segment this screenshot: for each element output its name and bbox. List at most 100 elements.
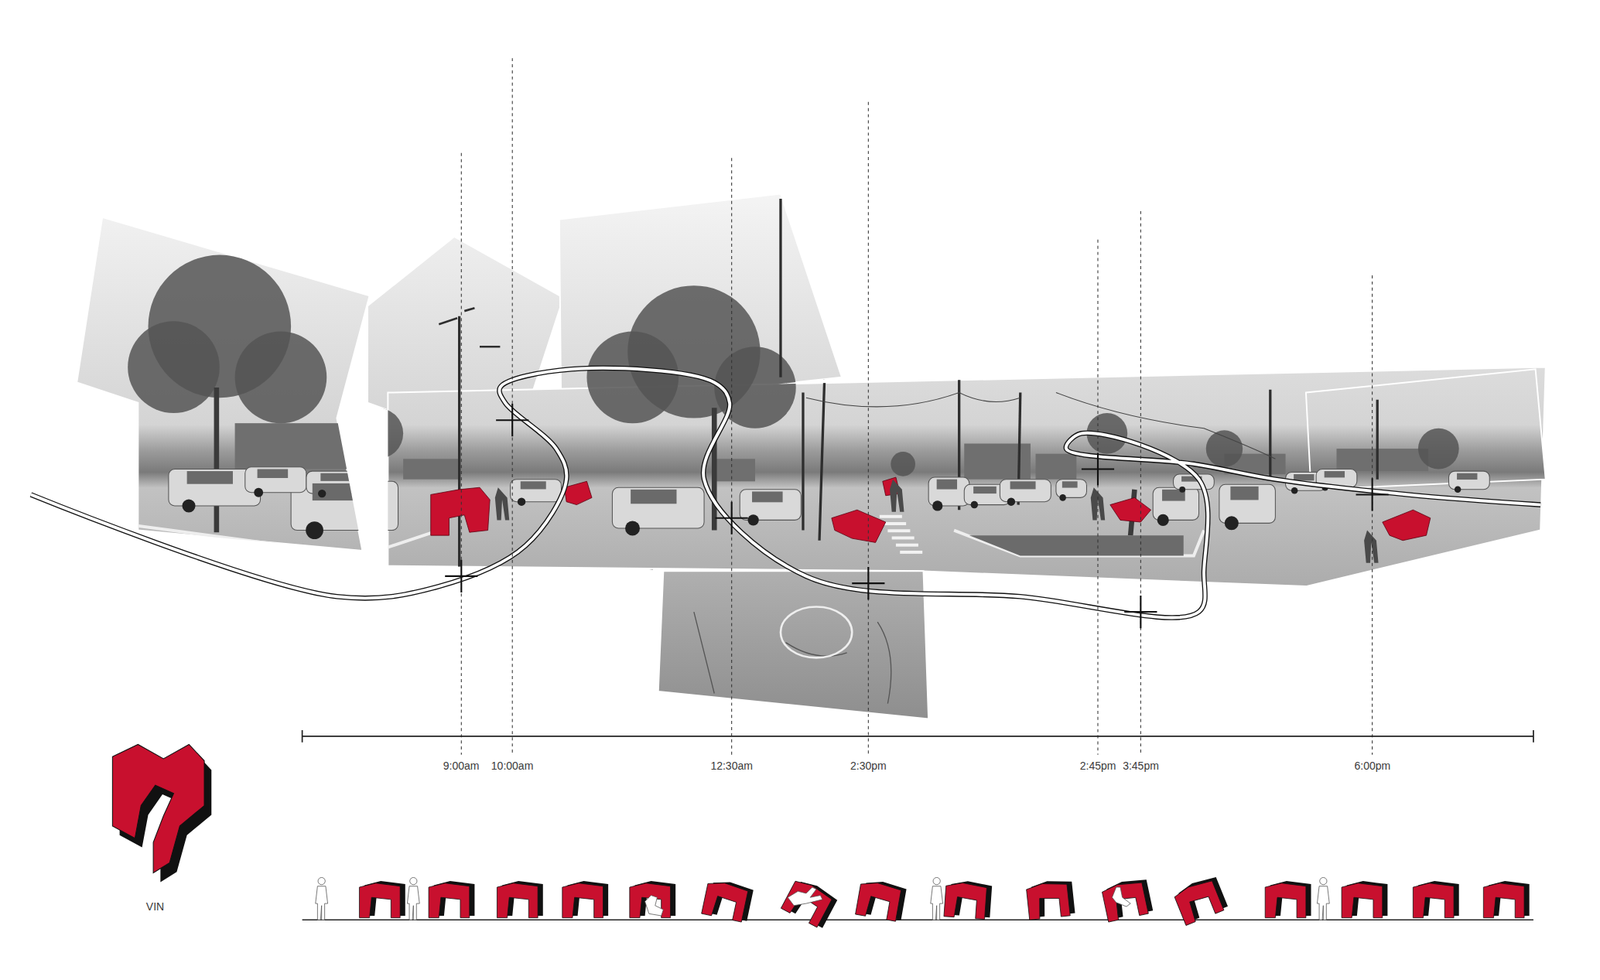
road-marking: [780, 606, 852, 658]
chair-face: [1483, 883, 1525, 919]
car-wheel: [1291, 487, 1299, 495]
figure-body: [315, 886, 329, 921]
car-wheel: [932, 500, 943, 511]
car-window: [1456, 473, 1477, 480]
figure-body: [930, 886, 944, 921]
position-cross: [1356, 478, 1389, 511]
car-wheel: [253, 488, 264, 498]
overhead-wire: [806, 393, 1276, 460]
model-name: VIN: [146, 900, 165, 913]
position-cross: [715, 502, 749, 535]
utility-pole: [779, 198, 782, 378]
time-label: 3:45pm: [1122, 759, 1159, 773]
time-label-holder: 12:30am: [710, 758, 753, 773]
person-in-situ: [495, 487, 510, 520]
chair-face: [855, 880, 903, 922]
chair-variant: [562, 881, 609, 918]
chair-variant: [1100, 876, 1154, 923]
time-label: 10:00am: [491, 759, 534, 773]
car-window: [520, 481, 547, 489]
crosswalk-stripe: [879, 515, 903, 519]
chair-icon-face: [112, 744, 205, 873]
chair-face: [1264, 883, 1306, 919]
red-chair-in-situ: [831, 509, 886, 543]
chair-variant: [629, 881, 676, 918]
building: [964, 444, 1031, 480]
parked-cars: [168, 467, 1490, 540]
photo-tile: [1305, 369, 1546, 490]
position-cross: [851, 567, 885, 600]
car-body: [1056, 479, 1088, 499]
time-label: 9:00am: [443, 759, 480, 773]
building: [403, 458, 460, 479]
car-body: [245, 467, 307, 493]
timeline-axis: [302, 730, 1534, 743]
chair-variant: [1341, 881, 1388, 918]
building: [235, 423, 363, 469]
person-in-situ: [1364, 530, 1378, 564]
car-body: [1219, 484, 1276, 524]
car-window: [1010, 481, 1036, 489]
car-body: [1449, 471, 1491, 490]
photo-tiles: [76, 193, 1546, 719]
tree-canopy: [1206, 430, 1243, 467]
photo-details: [127, 198, 1490, 705]
pavement-crack: [694, 611, 892, 705]
tree-canopy: [235, 331, 328, 424]
figure-body: [406, 886, 420, 921]
time-marker-line: [1140, 211, 1142, 756]
chair-variant: [1483, 881, 1529, 918]
tree-canopy: [352, 407, 404, 459]
car-window: [973, 486, 997, 494]
time-label: 6:00pm: [1354, 759, 1392, 773]
model-name-holder: VIN: [146, 899, 165, 914]
time-marker-line: [461, 153, 462, 756]
crosswalk-stripe: [892, 536, 915, 540]
street-lamp: [438, 307, 500, 347]
car-wheel: [1454, 486, 1462, 494]
crosswalk-stripe: [887, 529, 910, 533]
chair-face: [780, 878, 834, 928]
chair-face: [428, 883, 470, 919]
red-chair-in-situ: [430, 487, 490, 536]
tree-trunk: [214, 387, 220, 533]
tree-canopy: [1418, 428, 1460, 470]
car-wheel: [1059, 494, 1067, 502]
car-wheel: [1007, 497, 1016, 506]
utility-pole: [1268, 389, 1272, 480]
chair-face: [1172, 878, 1224, 926]
car-body: [739, 489, 801, 521]
crosswalk-stripe: [899, 550, 923, 554]
car-window: [752, 491, 783, 503]
chair-variant: [701, 878, 755, 924]
crosswalk-stripe: [883, 522, 906, 526]
scale-figure: [315, 877, 329, 920]
reclining-figure: [787, 887, 823, 906]
chair-variant: [358, 881, 405, 918]
time-label-holder: 2:30pm: [850, 758, 887, 773]
time-marker-line: [731, 157, 732, 755]
position-cross: [495, 403, 529, 437]
time-label-holder: 9:00am: [443, 758, 480, 773]
car-wheel: [181, 499, 195, 513]
position-cross: [444, 560, 478, 593]
red-chair-in-situ: [1110, 497, 1152, 523]
car-window: [312, 483, 366, 501]
car-wheel: [970, 501, 978, 509]
tree-canopy: [890, 451, 916, 477]
building: [714, 458, 756, 482]
scale-figure: [406, 877, 420, 920]
car-window: [1324, 471, 1345, 478]
chair-face: [943, 882, 988, 920]
chair-variant: [943, 879, 992, 920]
car-wheel: [747, 514, 759, 526]
position-cross: [1081, 452, 1115, 486]
sitting-figure: [645, 895, 664, 917]
person-in-situ: [889, 479, 904, 513]
car-window: [320, 473, 356, 482]
tree-trunk: [711, 407, 718, 530]
chair-face: [1412, 883, 1454, 919]
car-wheel: [1157, 514, 1170, 527]
chair-variant: [1264, 881, 1311, 918]
chair-variant: [780, 875, 839, 930]
